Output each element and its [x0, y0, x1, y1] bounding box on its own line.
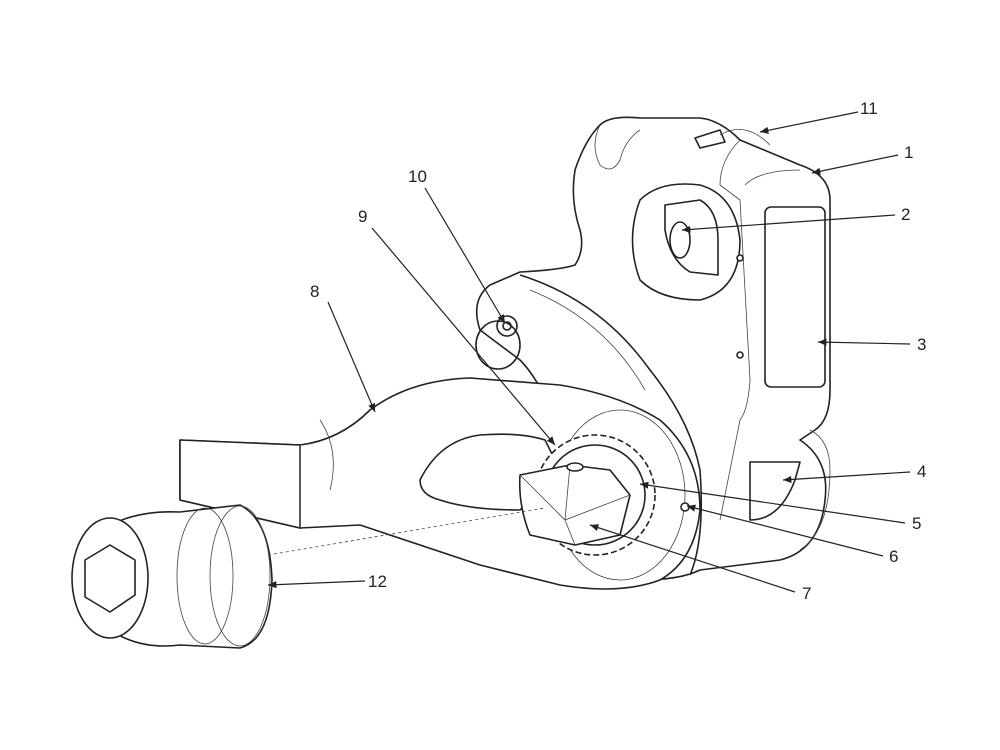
callout-5: 5 [912, 514, 922, 533]
callout-10: 10 [408, 167, 427, 186]
callout-1: 1 [904, 143, 914, 162]
socket [71, 504, 546, 649]
callout-3: 3 [917, 335, 927, 354]
leader-lines [267, 111, 911, 593]
callout-6: 6 [889, 547, 899, 566]
callout-2: 2 [901, 205, 911, 224]
ratchet-assembly [518, 434, 656, 556]
callout-8: 8 [310, 282, 320, 301]
callout-4: 4 [917, 462, 927, 481]
callout-11: 11 [860, 99, 878, 118]
callout-9: 9 [358, 207, 368, 226]
callout-7: 7 [802, 584, 812, 603]
callout-12: 12 [368, 572, 387, 591]
